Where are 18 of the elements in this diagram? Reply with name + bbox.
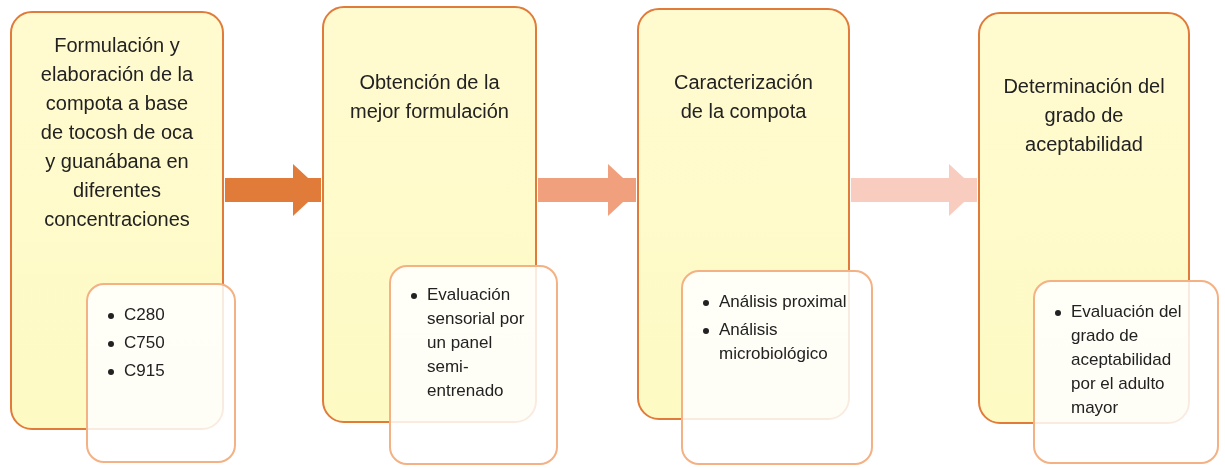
step-title: Caracterización de la compota <box>673 70 814 124</box>
block-arrow <box>225 164 321 216</box>
bullet-item: C750 <box>104 331 214 355</box>
detail-box <box>1033 280 1219 464</box>
detail-box <box>681 270 873 465</box>
bullet-item: C280 <box>104 303 214 327</box>
bullet-item: Análisis proximal <box>699 290 851 314</box>
block-arrow <box>851 164 977 216</box>
bullet-item: Evaluación del grado de aceptabilidad por el adulto mayor <box>1051 300 1197 420</box>
bullet-item: Evaluación sensorial por un panel semi-entrenado <box>407 283 536 403</box>
detail-box <box>86 283 236 463</box>
step-title: Obtención de la mejor formulación <box>349 70 510 124</box>
bullet-item: Análisis microbiológico <box>699 318 851 366</box>
block-arrow <box>538 164 636 216</box>
detail-box <box>389 265 558 465</box>
bullet-item: C915 <box>104 359 214 383</box>
step-title: Formulación y elaboración de la compota a base de tocosh de oca y guanábana en diferentes concentraciones <box>39 33 195 232</box>
step-title: Determinación del grado de aceptabilidad <box>1002 74 1166 157</box>
